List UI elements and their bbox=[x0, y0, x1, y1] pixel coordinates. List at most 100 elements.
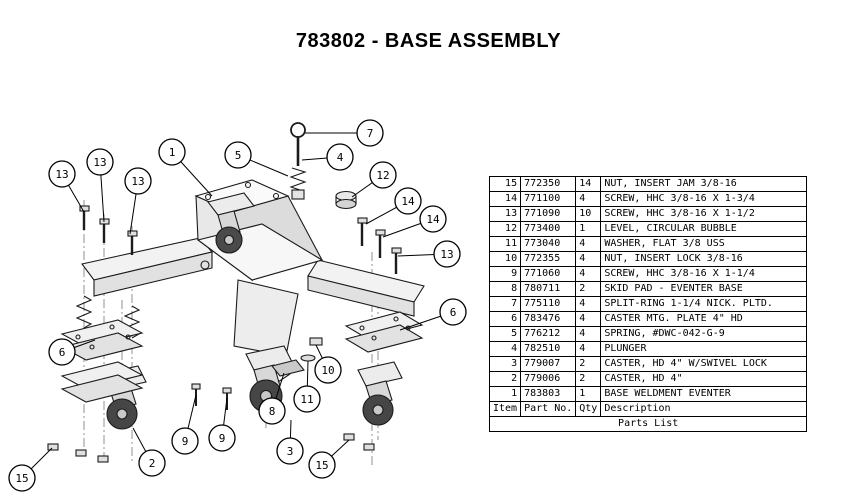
cell-item: 1 bbox=[488, 386, 522, 402]
callout-balloon: 6 bbox=[48, 338, 96, 366]
cell-qty: 2 bbox=[575, 281, 602, 297]
cell-part-no: 773040 bbox=[520, 236, 577, 252]
callout-balloon: 13 bbox=[86, 148, 114, 223]
callout-circle bbox=[48, 160, 76, 188]
caster-right bbox=[357, 361, 403, 426]
cell-item: 2 bbox=[488, 371, 522, 387]
part-row: 14 771100 4 SCREW, HHC 3/8-16 X 1-3/4 bbox=[488, 191, 808, 207]
callout-circle bbox=[314, 356, 342, 384]
cell-part-no: 780711 bbox=[520, 281, 577, 297]
part-row: 13 771090 10 SCREW, HHC 3/8-16 X 1-1/2 bbox=[488, 206, 808, 222]
callout-circle bbox=[439, 298, 467, 326]
cell-qty: 4 bbox=[575, 311, 602, 327]
callout-balloon: 5 bbox=[224, 141, 289, 177]
col-header-qty: Qty bbox=[575, 401, 602, 417]
cell-qty: 14 bbox=[575, 176, 602, 192]
cell-item: 6 bbox=[488, 311, 522, 327]
cell-qty: 4 bbox=[575, 191, 602, 207]
insert-nut bbox=[309, 337, 323, 346]
flat-washer bbox=[300, 354, 316, 362]
part-row: 5 776212 4 SPRING, #DWC-042-G-9 bbox=[488, 326, 808, 342]
cell-qty: 4 bbox=[575, 236, 602, 252]
callout-circle bbox=[258, 397, 286, 425]
callout-circle bbox=[394, 187, 422, 215]
callout-number: 14 bbox=[426, 213, 440, 226]
callout-number: 15 bbox=[315, 459, 328, 472]
cell-qty: 4 bbox=[575, 341, 602, 357]
callout-number: 1 bbox=[169, 146, 176, 159]
callout-number: 6 bbox=[59, 346, 66, 359]
callout-balloon: 13 bbox=[48, 160, 85, 213]
level-bubble bbox=[335, 190, 357, 210]
cell-item: 5 bbox=[488, 326, 522, 342]
callout-number: 13 bbox=[440, 248, 453, 261]
part-row: 6 783476 4 CASTER MTG. PLATE 4" HD bbox=[488, 311, 808, 327]
cell-item: 13 bbox=[488, 206, 522, 222]
callout-number: 11 bbox=[300, 393, 313, 406]
cell-description: SCREW, HHC 3/8-16 X 1-1/2 bbox=[600, 206, 808, 222]
callout-circle bbox=[138, 449, 166, 477]
callout-number: 13 bbox=[93, 156, 106, 169]
cell-item: 8 bbox=[488, 281, 522, 297]
screws-hardware bbox=[79, 205, 402, 410]
callout-number: 2 bbox=[149, 457, 156, 470]
spring-plunger-assembly bbox=[289, 122, 307, 200]
cell-part-no: 776212 bbox=[520, 326, 577, 342]
callout-number: 12 bbox=[376, 169, 389, 182]
callout-circle bbox=[369, 161, 397, 189]
callout-balloon: 3 bbox=[276, 419, 304, 465]
cell-qty: 1 bbox=[575, 386, 602, 402]
parts-list-label: Parts List bbox=[488, 416, 808, 432]
cell-item: 3 bbox=[488, 356, 522, 372]
callout-circle bbox=[158, 138, 186, 166]
callout-number: 3 bbox=[287, 445, 294, 458]
cell-part-no: 783803 bbox=[520, 386, 577, 402]
callout-circle bbox=[308, 451, 336, 479]
parts-list: 15 772350 14 NUT, INSERT JAM 3/8-16 14 7… bbox=[488, 176, 808, 432]
part-row: 3 779007 2 CASTER, HD 4" W/SWIVEL LOCK bbox=[488, 356, 808, 372]
callout-balloon: 7 bbox=[305, 119, 384, 147]
spring bbox=[289, 167, 307, 192]
cell-part-no: 771100 bbox=[520, 191, 577, 207]
cell-part-no: 775110 bbox=[520, 296, 577, 312]
part-row: 15 772350 14 NUT, INSERT JAM 3/8-16 bbox=[488, 176, 808, 192]
part-row: 7 775110 4 SPLIT-RING 1-1/4 NICK. PLTD. bbox=[488, 296, 808, 312]
cell-description: BASE WELDMENT EVENTER bbox=[600, 386, 808, 402]
left-plate-stacks bbox=[60, 295, 144, 403]
cell-part-no: 773400 bbox=[520, 221, 577, 237]
callout-balloon: 14 bbox=[382, 205, 447, 238]
callout-balloon: 9 bbox=[171, 394, 199, 455]
cell-item: 15 bbox=[488, 176, 522, 192]
callout-circle bbox=[419, 205, 447, 233]
callout-circle bbox=[276, 437, 304, 465]
callout-number: 4 bbox=[337, 151, 344, 164]
part-row: 10 772355 4 NUT, INSERT LOCK 3/8-16 bbox=[488, 251, 808, 267]
cell-description: SCREW, HHC 3/8-16 X 1-3/4 bbox=[600, 191, 808, 207]
callout-balloon: 13 bbox=[397, 240, 461, 268]
callout-number: 6 bbox=[450, 306, 457, 319]
callout-number: 13 bbox=[55, 168, 68, 181]
split-ring bbox=[290, 122, 306, 138]
cell-description: CASTER, HD 4" W/SWIVEL LOCK bbox=[600, 356, 808, 372]
cell-description: WASHER, FLAT 3/8 USS bbox=[600, 236, 808, 252]
cell-qty: 2 bbox=[575, 371, 602, 387]
callout-number: 8 bbox=[269, 405, 276, 418]
cell-qty: 2 bbox=[575, 356, 602, 372]
jam-nut bbox=[363, 443, 375, 451]
cell-item: 4 bbox=[488, 341, 522, 357]
cell-part-no: 771090 bbox=[520, 206, 577, 222]
right-plate-stack bbox=[344, 311, 424, 353]
callout-balloon: 1 bbox=[158, 138, 213, 197]
cell-qty: 10 bbox=[575, 206, 602, 222]
callout-number: 10 bbox=[321, 364, 334, 377]
jam-nut bbox=[343, 433, 355, 441]
callout-balloon: 9 bbox=[208, 397, 236, 452]
cell-description: SKID PAD - EVENTER BASE bbox=[600, 281, 808, 297]
col-header-description: Description bbox=[600, 401, 808, 417]
jam-nut bbox=[97, 455, 109, 463]
callout-balloon: 13 bbox=[124, 167, 152, 235]
cell-description: PLUNGER bbox=[600, 341, 808, 357]
cell-item: 10 bbox=[488, 251, 522, 267]
